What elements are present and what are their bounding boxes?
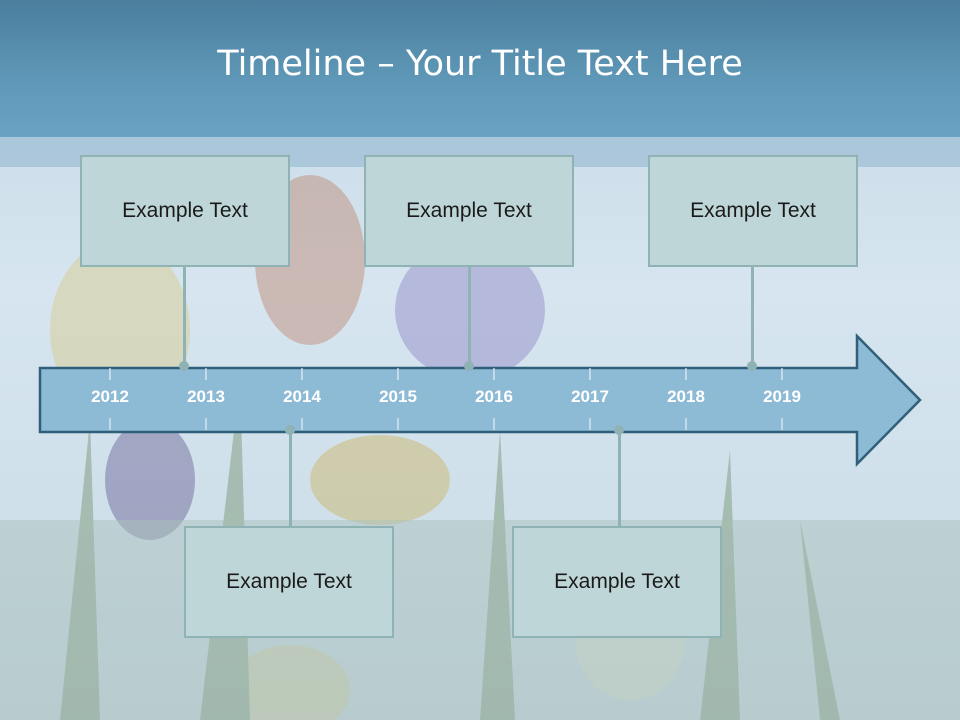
- year-label-2016: 2016: [475, 387, 513, 406]
- year-label-2019: 2019: [763, 387, 801, 406]
- year-label-2012: 2012: [91, 387, 129, 406]
- year-label-2018: 2018: [667, 387, 705, 406]
- event-box-top-3[interactable]: Example Text: [648, 155, 858, 267]
- connector-line: [751, 267, 754, 366]
- connector-dot: [285, 425, 295, 435]
- connector-dot: [464, 361, 474, 371]
- year-label-2013: 2013: [187, 387, 225, 406]
- connector-dot: [614, 425, 624, 435]
- event-box-bottom-1[interactable]: Example Text: [184, 526, 394, 638]
- connector-line: [289, 432, 292, 528]
- connector-line: [183, 267, 186, 366]
- year-label-2014: 2014: [283, 387, 321, 406]
- year-label-2017: 2017: [571, 387, 609, 406]
- event-box-top-2[interactable]: Example Text: [364, 155, 574, 267]
- event-box-top-1[interactable]: Example Text: [80, 155, 290, 267]
- event-box-bottom-2[interactable]: Example Text: [512, 526, 722, 638]
- connector-dot: [179, 361, 189, 371]
- title-bar: [0, 0, 960, 137]
- slide-title: Timeline – Your Title Text Here: [217, 44, 743, 84]
- connector-line: [468, 267, 471, 366]
- connector-dot: [747, 361, 757, 371]
- year-label-2015: 2015: [379, 387, 417, 406]
- connector-line: [618, 432, 621, 528]
